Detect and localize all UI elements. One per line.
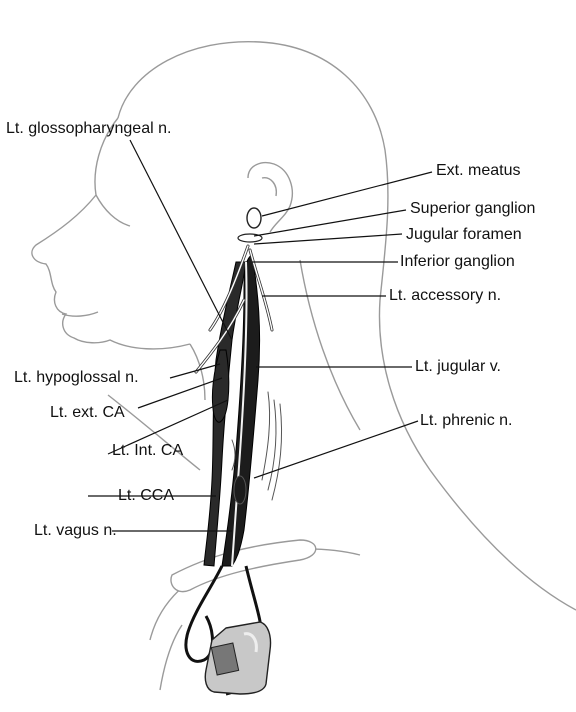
label-ext-ca: Lt. ext. CA: [50, 404, 125, 422]
label-jugular-v: Lt. jugular v.: [415, 358, 501, 376]
label-phrenic: Lt. phrenic n.: [420, 412, 513, 430]
stimulator-device: [205, 622, 270, 694]
label-jugular-foramen: Jugular foramen: [406, 226, 522, 244]
label-glossopharyngeal: Lt. glossopharyngeal n.: [6, 120, 171, 138]
label-int-ca: Lt. Int. CA: [112, 442, 183, 460]
leader-ext-ca: [138, 378, 222, 408]
clavicle-shape: [171, 540, 316, 592]
label-ext-meatus: Ext. meatus: [436, 162, 520, 180]
leader-hypoglossal: [170, 364, 220, 378]
label-vagus: Lt. vagus n.: [34, 522, 117, 540]
nodose-bulge-shape: [234, 476, 246, 504]
leader-glossopharyngeal: [130, 140, 232, 340]
ext-carotid-shape: [212, 350, 228, 422]
ext-meatus-shape: [247, 208, 261, 228]
leader-jugular-foramen: [254, 234, 402, 244]
label-inferior-ganglion: Inferior ganglion: [400, 253, 515, 271]
leader-ext-meatus: [262, 172, 432, 216]
label-superior-ganglion: Superior ganglion: [410, 200, 535, 218]
label-accessory: Lt. accessory n.: [389, 287, 501, 305]
label-hypoglossal: Lt. hypoglossal n.: [14, 369, 139, 387]
label-cca: Lt. CCA: [118, 487, 174, 505]
leader-phrenic: [254, 421, 418, 478]
